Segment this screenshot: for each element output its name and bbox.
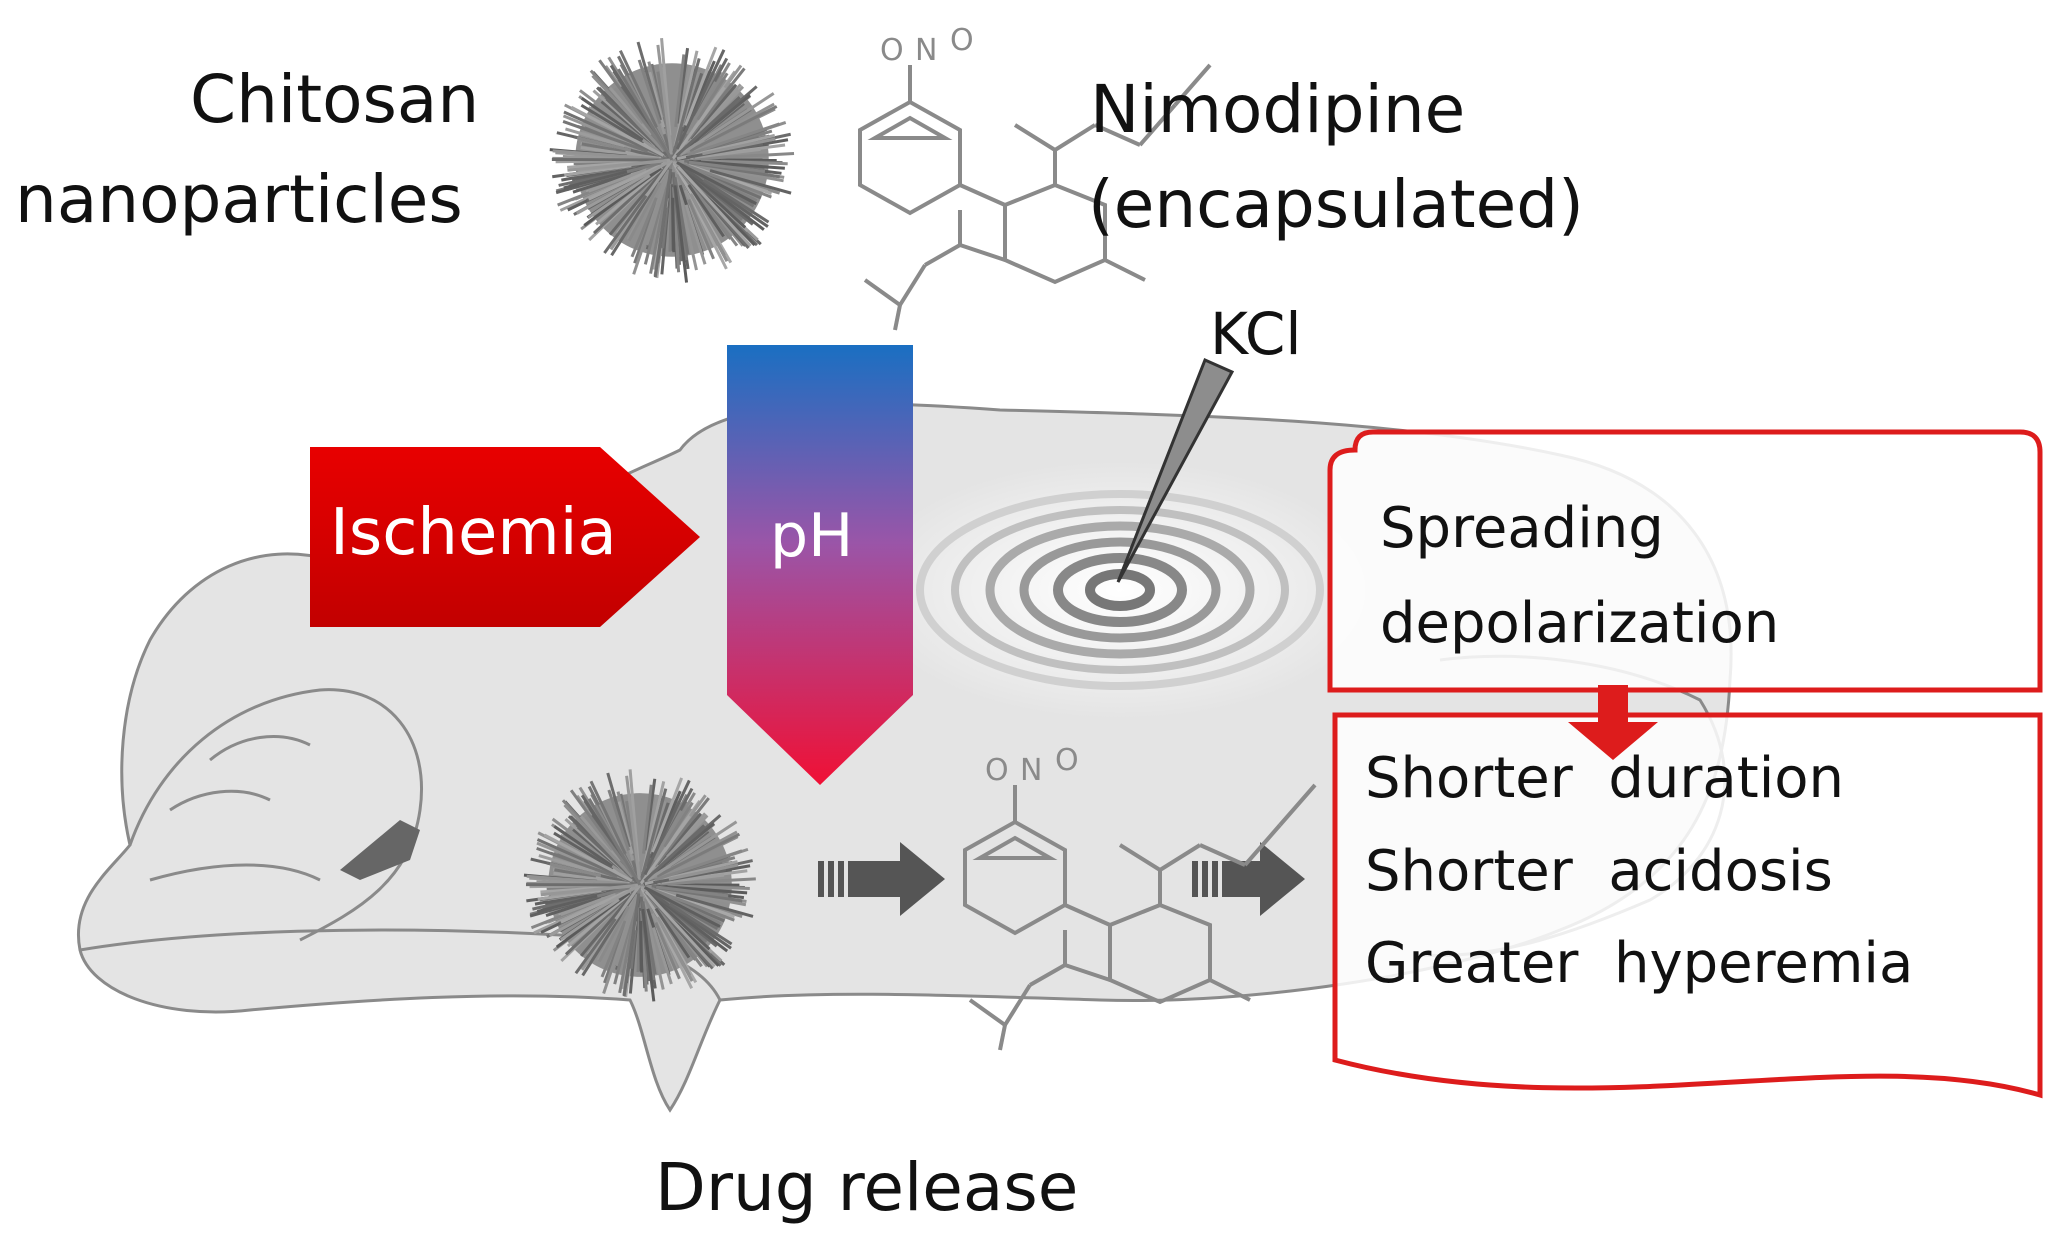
svg-text:N: N [915,33,937,68]
ph-label: pH [770,500,853,572]
box-top-line2: depolarization [1380,590,1779,657]
nimodipine-label-line2: (encapsulated) [1088,165,1584,244]
nimodipine-label-line1: Nimodipine [1090,70,1465,149]
chitosan-label-line1: Chitosan [190,60,479,139]
drug-release-label: Drug release [655,1148,1078,1227]
chitosan-label-line2: nanoparticles [15,160,463,239]
outcome-item-1: Shorter duration [1365,745,1844,812]
nanoparticle-top-icon [550,38,794,282]
svg-text:O: O [880,33,904,68]
box-top-line1: Spreading [1380,495,1664,562]
svg-text:N: N [1020,753,1042,788]
svg-text:O: O [985,753,1009,788]
ischemia-label: Ischemia [330,495,617,572]
svg-text:O: O [1055,743,1079,778]
kcl-label: KCl [1210,300,1301,370]
outcome-item-3: Greater hyperemia [1365,930,1913,997]
spreading-ripples [860,460,1380,720]
outcome-item-2: Shorter acidosis [1365,838,1833,905]
svg-text:O: O [950,23,974,58]
